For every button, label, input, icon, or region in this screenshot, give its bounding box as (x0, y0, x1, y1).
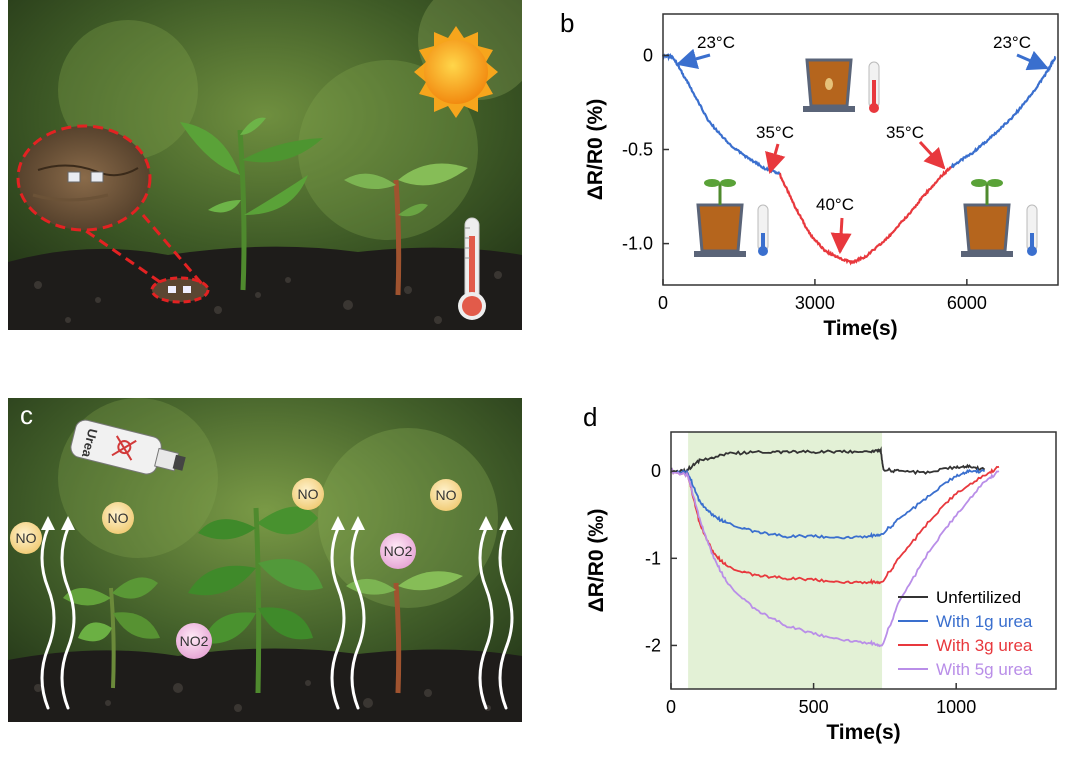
annotation-40c: 40°C (816, 195, 854, 214)
illustration-a (8, 0, 522, 330)
sun-icon (414, 26, 498, 118)
panel-letter-b: b (560, 8, 575, 38)
chart-b-series-2-line (950, 55, 1057, 169)
chart-b-series-1-line (778, 165, 953, 266)
arrow-35c-first (765, 143, 786, 175)
chart-b-xtick-label-1: 3000 (795, 293, 835, 313)
chart-d-xlabel: Time(s) (826, 721, 900, 744)
chart-b-ytick-label-1: -0.5 (622, 140, 653, 160)
chart-d-xtick-label-1: 500 (799, 697, 829, 717)
pot-seedling-cold-icon (694, 179, 769, 257)
pot-seedling-cold-icon-2 (961, 179, 1038, 257)
chart-d-legend-label-3: With 5g urea (936, 660, 1033, 679)
annotation-35c-second: 35°C (886, 123, 924, 142)
chart-d-shaded-region (688, 432, 883, 689)
illustration-c: Urea NO NO NO NO NO2 NO2 (8, 398, 522, 722)
chart-d-ytick-label-1: -1 (645, 548, 661, 568)
chart-d-series-3-line (670, 467, 1000, 648)
arrow-23c-start (675, 48, 711, 69)
panel-letter-c: c (20, 400, 33, 430)
chart-d-ytick-label-2: -2 (645, 635, 661, 655)
soil-zoom-inset (16, 124, 152, 232)
chart-b-series-0-line (661, 52, 781, 175)
arrow-35c-second (918, 140, 946, 170)
chart-d-legend-label-2: With 3g urea (936, 636, 1033, 655)
panel-letter-d: d (583, 402, 598, 432)
chart-b-ytick-label-0: 0 (643, 45, 653, 65)
thermometer-icon (458, 217, 486, 320)
chart-b-ytick-label-2: -1.0 (622, 234, 653, 254)
chart-d-xtick-label-0: 0 (666, 697, 676, 717)
chart-d-frame (670, 431, 1057, 690)
arrow-23c-end (1016, 50, 1049, 71)
gas-label-no-4: NO (436, 487, 457, 503)
chart-d-legend-label-1: With 1g urea (936, 612, 1033, 631)
gas-label-no-2: NO (108, 510, 129, 526)
chart-d-series-1-line (670, 467, 986, 540)
annotation-23c-start: 23°C (697, 33, 735, 52)
urea-bottle-label: Urea (79, 427, 101, 459)
gas-label-no-3: NO (298, 486, 319, 502)
pot-hot-icon (803, 58, 880, 113)
gas-label-no2-2: NO2 (180, 633, 209, 649)
chart-b-xtick-label-2: 6000 (947, 293, 987, 313)
chart-b-xlabel: Time(s) (823, 317, 897, 340)
annotation-23c-end: 23°C (993, 33, 1031, 52)
chart-d-ytick-label-0: 0 (651, 461, 661, 481)
urea-bottle-icon: Urea (70, 419, 186, 475)
chart-d-legend-label-0: Unfertilized (936, 588, 1021, 607)
chart-d-series-0-line (670, 446, 986, 476)
chart-b-xtick-label-0: 0 (658, 293, 668, 313)
chart-d-ylabel: ΔR/R0 (‰) (585, 509, 608, 613)
gas-label-no-1: NO (16, 530, 37, 546)
chart-b-ylabel: ΔR/R0 (%) (584, 99, 607, 200)
gas-label-no2-1: NO2 (384, 543, 413, 559)
arrow-40c (830, 217, 852, 255)
chart-d-xtick-label-2: 1000 (936, 697, 976, 717)
annotation-35c-first: 35°C (756, 123, 794, 142)
